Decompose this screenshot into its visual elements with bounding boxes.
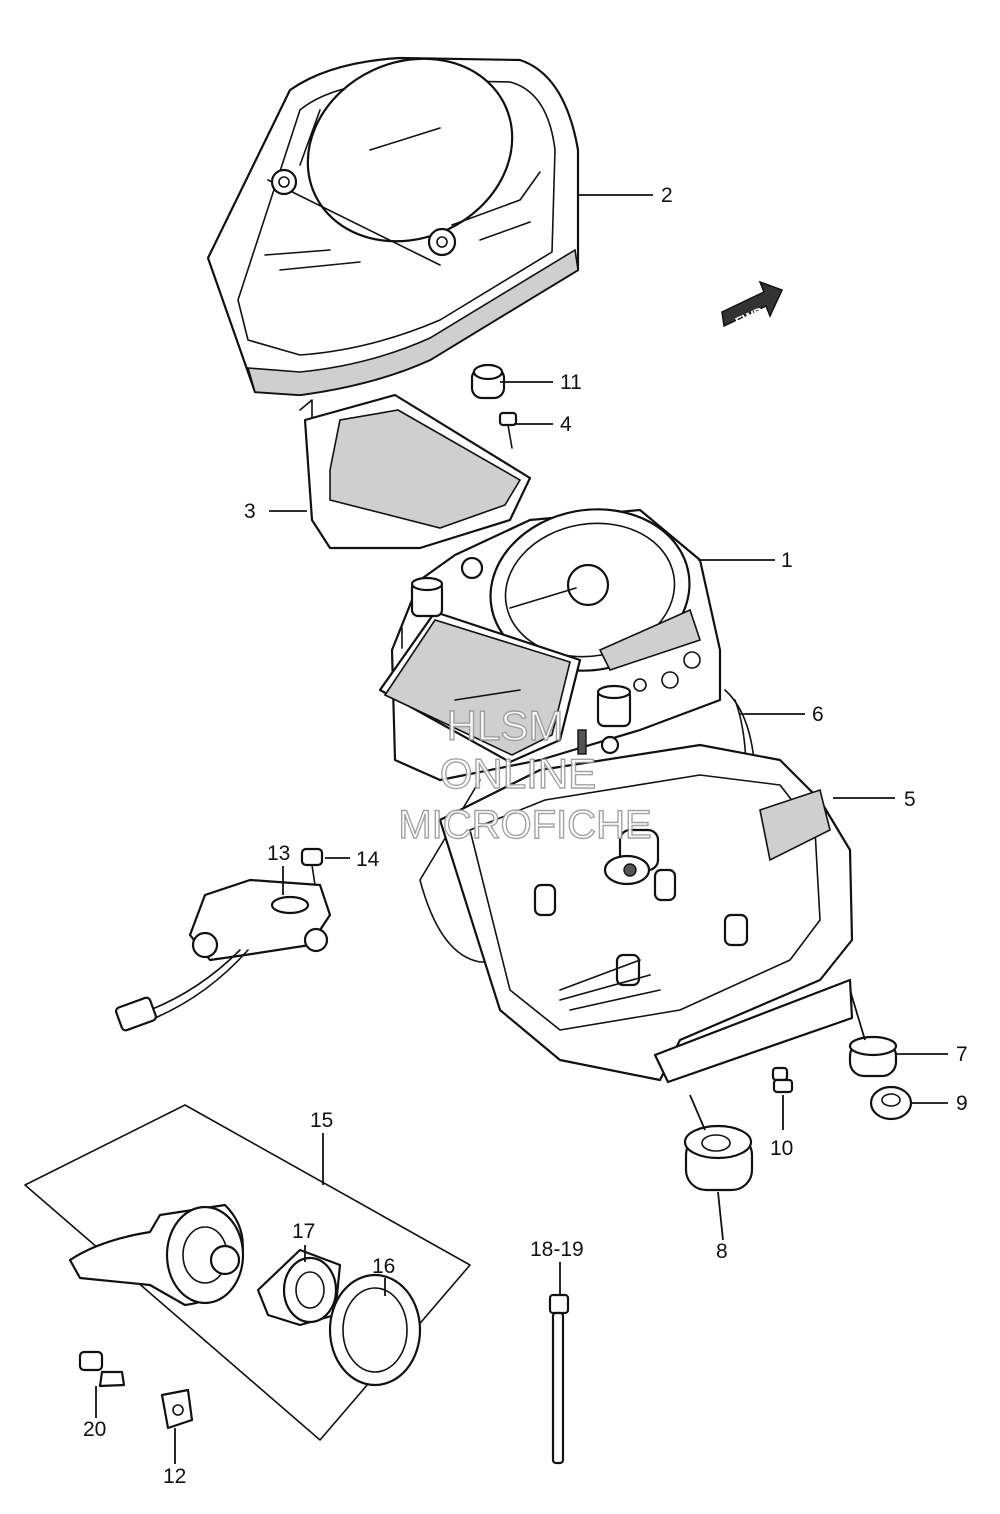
watermark: HLSM ONLINE MICROFICHE <box>398 701 653 847</box>
callout-4: 4 <box>560 413 572 436</box>
meter-case-part-5 <box>438 743 854 1084</box>
cable-tie-part-18-19 <box>548 1293 570 1465</box>
bolt-part-10 <box>771 1066 794 1094</box>
socket-part-15 <box>68 1203 245 1307</box>
clip-part-12 <box>160 1388 194 1430</box>
callout-labels: 2 11 4 3 1 6 5 13 14 7 9 10 8 15 17 16 1… <box>83 184 968 1488</box>
watermark-line-2: ONLINE <box>440 750 596 797</box>
callout-11: 11 <box>560 371 582 394</box>
sensor-part-13 <box>115 878 332 1032</box>
callout-1: 1 <box>781 549 793 572</box>
screw-part-4 <box>498 411 518 449</box>
grommet-part-7 <box>848 1035 898 1078</box>
seal-ring-part-16 <box>328 1273 422 1387</box>
grommet-part-9 <box>869 1085 913 1121</box>
lens-panel-part-3 <box>299 393 532 550</box>
bulb-set-group-box-15 <box>24 1104 471 1441</box>
leader-lines <box>95 194 948 1464</box>
callout-3: 3 <box>244 500 256 523</box>
callout-2: 2 <box>661 184 673 207</box>
callout-10: 10 <box>770 1137 793 1160</box>
callout-6: 6 <box>812 703 824 726</box>
watermark-line-3: MICROFICHE <box>398 803 651 847</box>
callout-16: 16 <box>372 1255 395 1278</box>
speedometer-assembly-part-1 <box>378 508 722 782</box>
callout-9: 9 <box>956 1092 968 1115</box>
callout-13: 13 <box>267 842 290 865</box>
meter-cover-part <box>206 56 580 397</box>
screw-part-14 <box>300 847 324 886</box>
callout-5: 5 <box>904 788 916 811</box>
watermark-line-1: HLSM <box>447 702 564 749</box>
callout-14: 14 <box>356 848 380 871</box>
screw-part-20 <box>78 1350 126 1388</box>
callout-17: 17 <box>292 1220 315 1243</box>
callout-20: 20 <box>83 1418 106 1441</box>
forward-direction-arrow-icon: FWD <box>721 280 784 330</box>
callout-7: 7 <box>956 1043 968 1066</box>
callout-18-19: 18-19 <box>530 1238 584 1261</box>
damper-part-8 <box>683 1124 754 1192</box>
cushion-part-11 <box>470 363 506 400</box>
callout-12: 12 <box>163 1465 186 1488</box>
callout-15: 15 <box>310 1109 333 1132</box>
bulb-part-17 <box>256 1248 342 1327</box>
callout-8: 8 <box>716 1240 728 1263</box>
